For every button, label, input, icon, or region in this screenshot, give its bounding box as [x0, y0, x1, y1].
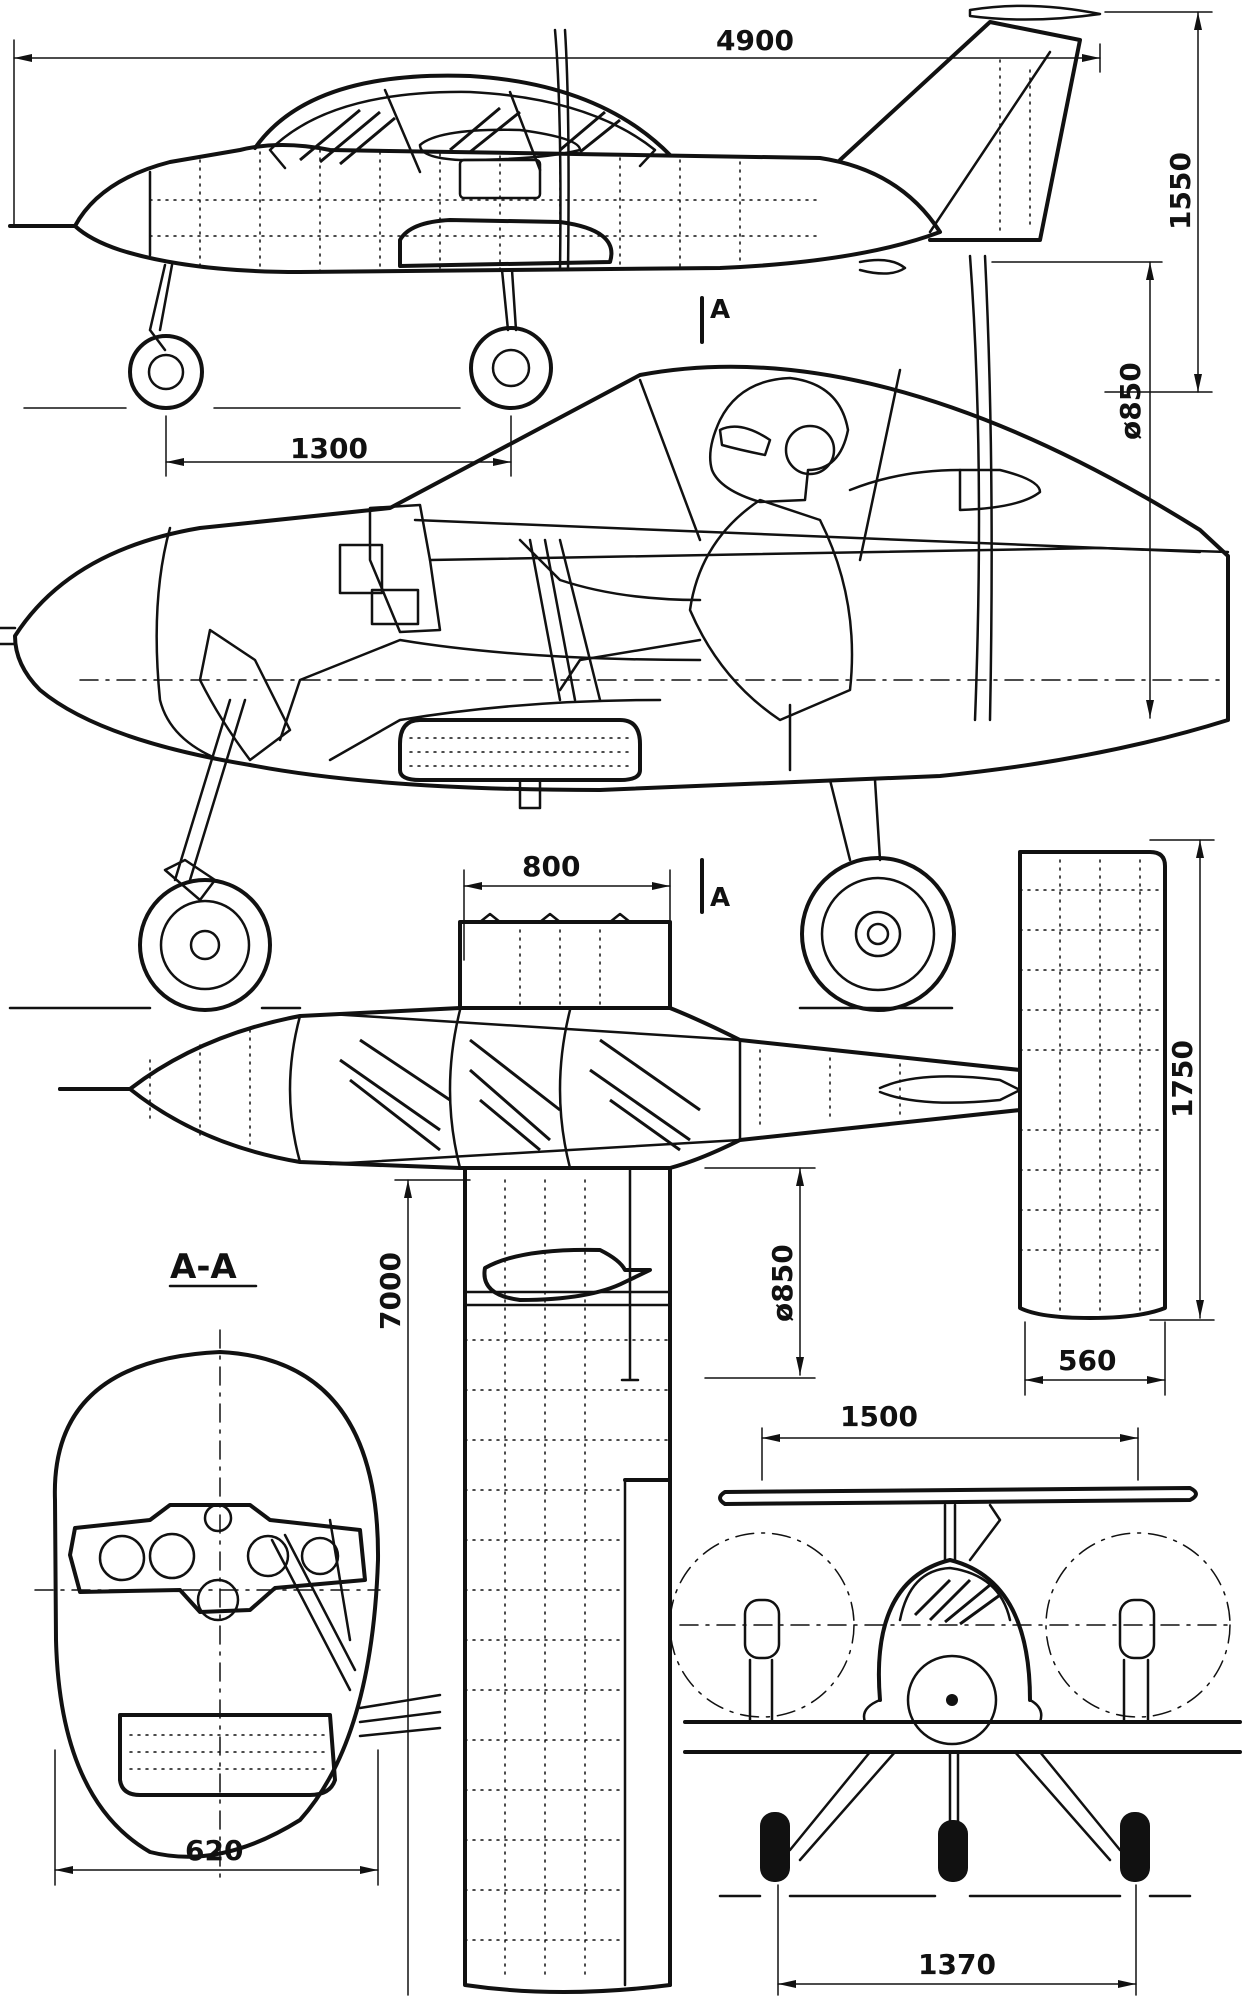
- dim-tailplane-chord: 560: [1024, 1321, 1166, 1396]
- dim-850-side-label: ø850: [1114, 362, 1147, 440]
- section-cut-mark-bottom: A: [700, 858, 730, 914]
- dim-7000-label: 7000: [374, 1252, 407, 1330]
- dim-wing-span: 7000: [374, 1179, 471, 1996]
- cut-mark-a-bottom: A: [710, 883, 730, 913]
- dim-propeller-side: ø850: [991, 261, 1163, 719]
- dim-propeller-top: ø850: [704, 1167, 816, 1379]
- top-canopy-hatch: [339, 1038, 701, 1152]
- dim-560-label: 560: [1058, 1344, 1116, 1377]
- dim-1370-label: 1370: [918, 1948, 996, 1981]
- top-view: [58, 850, 1167, 1994]
- dim-800-label: 800: [522, 850, 580, 883]
- dim-overall-length: 4900: [13, 24, 1101, 225]
- front-canopy-hatch: [913, 1578, 1001, 1626]
- pilot-figure: [198, 376, 854, 762]
- dim-850-top-label: ø850: [766, 1244, 799, 1322]
- dim-4900-label: 4900: [716, 24, 794, 57]
- dim-gear-base: 1300: [23, 407, 512, 477]
- dim-1550-label: 1550: [1164, 152, 1197, 230]
- section-a-a-title: A-A: [170, 1247, 237, 1287]
- section-cut-mark-top: A: [700, 295, 730, 344]
- dim-1500-label: 1500: [840, 1400, 918, 1433]
- dim-tail-height: 1550: [1104, 11, 1213, 393]
- dim-1300-label: 1300: [290, 432, 368, 465]
- front-view: [669, 1486, 1242, 1898]
- cut-mark-a-top: A: [710, 295, 730, 325]
- dim-620-label: 620: [185, 1834, 243, 1867]
- dim-center-section: 800: [463, 850, 671, 961]
- dim-propeller-spacing: 1500: [761, 1400, 1139, 1481]
- dim-track: 1370: [777, 1884, 1137, 1996]
- side-view: [8, 4, 1102, 410]
- dim-1750-label: 1750: [1166, 1040, 1199, 1118]
- dim-tailplane-span: 1750: [1149, 839, 1215, 1321]
- section-view: A-A: [34, 1247, 442, 1881]
- enlarged-side-view: [0, 254, 1230, 1012]
- dim-fuselage-width: 620: [54, 1749, 379, 1886]
